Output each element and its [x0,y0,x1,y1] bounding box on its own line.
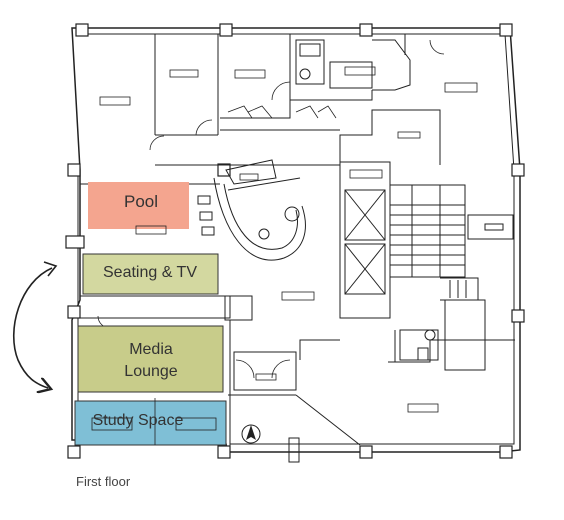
media-label-line2: Lounge [124,363,177,380]
curved-arrow-icon [13,261,58,388]
seating-label: Seating & TV [103,264,197,281]
seating-zone [82,253,219,295]
reception-desk [197,159,306,261]
pool-label: Pool [124,192,158,211]
door-swings [97,39,445,379]
pool-zone [88,182,189,229]
columns [65,23,525,459]
study-space-zone [74,400,227,446]
entrance-doors [288,437,300,463]
floor-caption: First floor [76,474,131,489]
north-arrow-icon [241,424,261,444]
top-rooms [154,34,411,136]
media-label-line1: Media [129,341,173,358]
media-lounge-zone [77,325,224,393]
zone-details [91,225,217,445]
top-room-placeholders [99,66,478,413]
elevator-core [339,161,514,361]
study-label: Study Space [93,412,184,429]
